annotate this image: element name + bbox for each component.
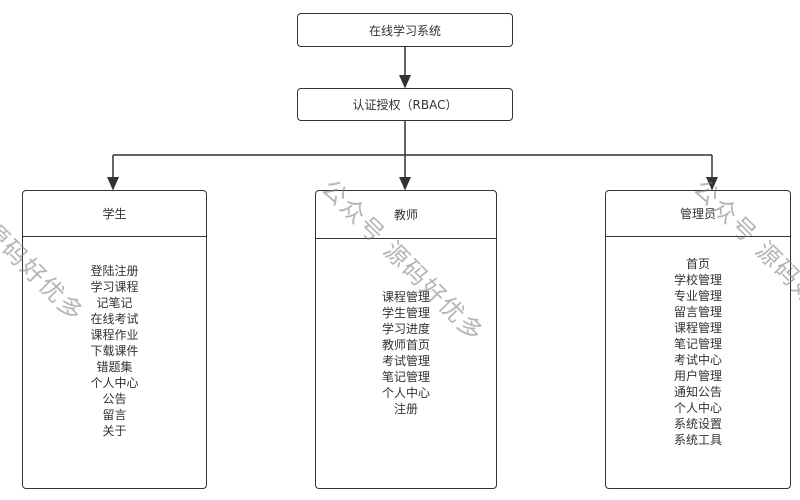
list-item: 教师首页 [381,338,430,352]
list-item: 考试中心 [673,353,722,367]
list-item: 下载课件 [90,344,139,358]
auth-node: 认证授权（RBAC） [297,88,513,121]
student-items: 登陆注册 学习课程 记笔记 在线考试 课程作业 下载课件 错题集 个人中心 公告… [23,263,206,439]
list-item: 笔记管理 [673,337,722,351]
list-item: 系统工具 [673,433,722,447]
list-item: 登陆注册 [90,264,139,278]
list-item: 公告 [102,392,127,406]
student-node: 学生 登陆注册 学习课程 记笔记 在线考试 课程作业 下载课件 错题集 个人中心… [22,190,207,489]
list-item: 关于 [102,424,127,438]
teacher-title: 教师 [316,191,496,239]
root-node: 在线学习系统 [297,13,513,47]
list-item: 首页 [685,257,710,271]
list-item: 课程作业 [90,328,139,342]
teacher-items: 课程管理 学生管理 学习进度 教师首页 考试管理 笔记管理 个人中心 注册 [316,289,496,417]
list-item: 学习进度 [381,322,430,336]
list-item: 个人中心 [673,401,722,415]
list-item: 注册 [393,402,418,416]
list-item: 笔记管理 [381,370,430,384]
list-item: 个人中心 [381,386,430,400]
list-item: 留言管理 [673,305,722,319]
teacher-node: 教师 课程管理 学生管理 学习进度 教师首页 考试管理 笔记管理 个人中心 注册 [315,190,497,489]
list-item: 系统设置 [673,417,722,431]
admin-node: 管理员 首页 学校管理 专业管理 留言管理 课程管理 笔记管理 考试中心 用户管… [605,190,791,489]
list-item: 课程管理 [381,290,430,304]
admin-items: 首页 学校管理 专业管理 留言管理 课程管理 笔记管理 考试中心 用户管理 通知… [606,256,790,448]
list-item: 学习课程 [90,280,139,294]
auth-label: 认证授权（RBAC） [352,98,458,112]
list-item: 学校管理 [673,273,722,287]
list-item: 用户管理 [673,369,722,383]
student-title: 学生 [23,191,206,237]
root-label: 在线学习系统 [368,23,441,38]
admin-title: 管理员 [606,191,790,237]
list-item: 通知公告 [673,385,722,399]
list-item: 记笔记 [96,296,133,310]
list-item: 个人中心 [90,376,139,390]
list-item: 课程管理 [673,321,722,335]
list-item: 考试管理 [381,354,430,368]
list-item: 在线考试 [90,312,139,326]
list-item: 留言 [102,408,127,422]
list-item: 错题集 [96,360,133,374]
list-item: 专业管理 [673,289,722,303]
list-item: 学生管理 [381,306,430,320]
